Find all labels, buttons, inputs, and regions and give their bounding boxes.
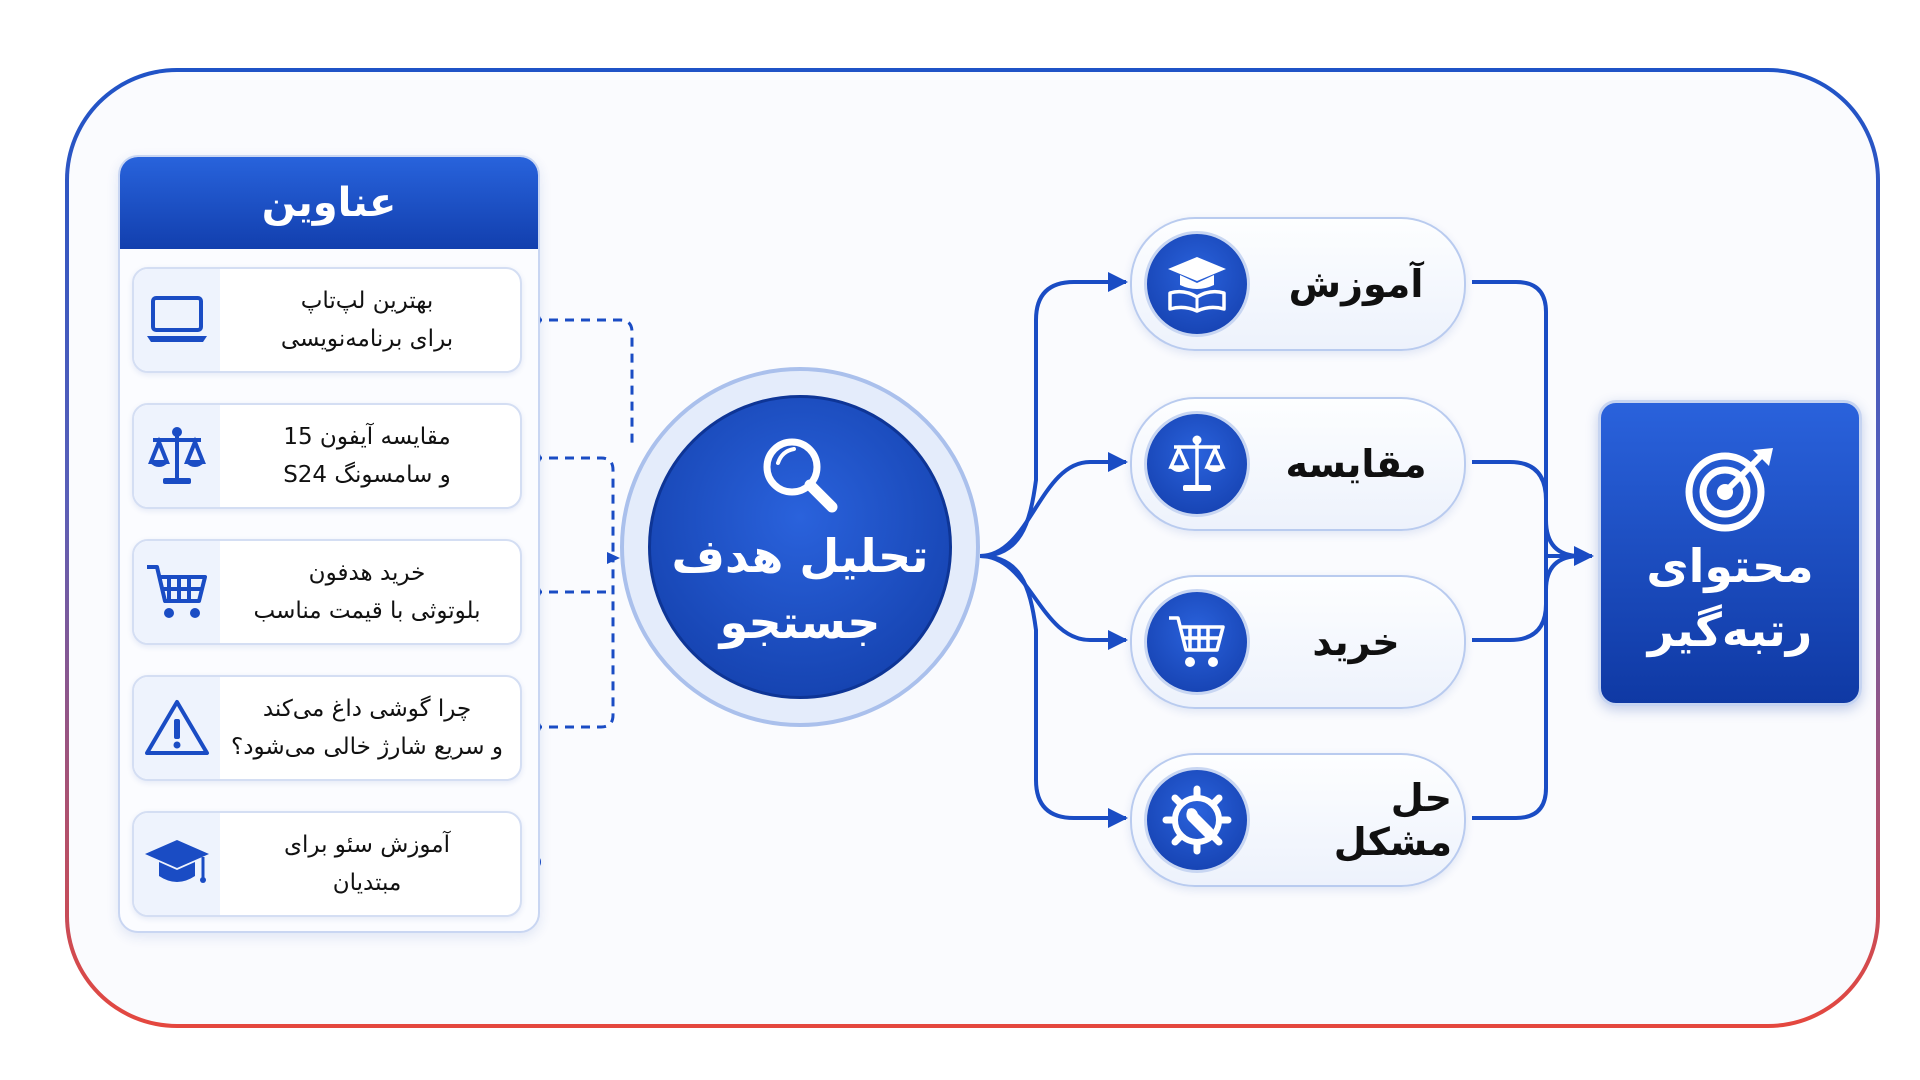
warning-icon bbox=[134, 677, 220, 779]
title-card-4: چرا گوشی داغ می‌کند و سریع شارژ خالی می‌… bbox=[132, 675, 522, 781]
titles-panel: عناوین بهترین لپ‌تاپ برای برنامه‌نویسی م… bbox=[118, 155, 540, 933]
laptop-icon bbox=[134, 269, 220, 371]
intent-purchase: خرید bbox=[1130, 575, 1466, 709]
dashed-connectors bbox=[533, 318, 634, 729]
title-card-2: مقایسه آیفون 15 و سامسونگ S24 bbox=[132, 403, 522, 509]
title-line-2: مبتدیان bbox=[332, 870, 402, 896]
arrow-to-intent-4 bbox=[979, 554, 1128, 828]
dashed-link-4 bbox=[533, 558, 615, 729]
search-intent-hub: تحلیل هدف جستجو bbox=[648, 395, 952, 699]
title-card-5: آموزش سئو برای مبتدیان bbox=[132, 811, 522, 917]
link-from-intent-2 bbox=[1472, 460, 1548, 556]
title-line-1: بهترین لپ‌تاپ bbox=[300, 288, 434, 314]
dashed-link-1 bbox=[533, 318, 634, 445]
title-line-1: آموزش سئو برای bbox=[284, 832, 450, 858]
title-card-1: بهترین لپ‌تاپ برای برنامه‌نویسی bbox=[132, 267, 522, 373]
title-line-2: و سریع شارژ خالی می‌شود؟ bbox=[231, 734, 503, 760]
target-icon bbox=[1685, 448, 1773, 532]
hub-title-line-2: جستجو bbox=[719, 595, 881, 649]
arrow-to-intent-3 bbox=[979, 554, 1128, 650]
hub-entry-arrow bbox=[607, 552, 620, 564]
intent-troubleshooting: حل مشکل bbox=[1130, 753, 1466, 887]
title-line-1: چرا گوشی داغ می‌کند bbox=[262, 696, 472, 722]
link-from-intent-3 bbox=[1472, 556, 1548, 642]
intent-comparison: مقایسه bbox=[1130, 397, 1466, 531]
title-line-1: مقایسه آیفون 15 bbox=[283, 424, 451, 450]
result-title-line-1: محتوای bbox=[1646, 539, 1814, 593]
link-from-intent-1 bbox=[1472, 280, 1581, 558]
cart-icon bbox=[134, 541, 220, 643]
hub-title-line-1: تحلیل هدف bbox=[671, 529, 929, 583]
intent-label: مقایسه bbox=[1285, 442, 1427, 486]
intent-education: آموزش bbox=[1130, 217, 1466, 351]
title-card-3: خرید هدفون بلوتوثی با قیمت مناسب bbox=[132, 539, 522, 645]
gear-wrench-icon bbox=[1144, 767, 1250, 873]
graduation-cap-icon bbox=[134, 813, 220, 915]
arrow-to-intent-1 bbox=[979, 272, 1128, 558]
ranking-content-box: محتوای رتبه‌گیر bbox=[1598, 400, 1862, 706]
scales-icon bbox=[1144, 411, 1250, 517]
title-line-1: خرید هدفون bbox=[308, 560, 426, 586]
scales-icon bbox=[134, 405, 220, 507]
intent-label: آموزش bbox=[1288, 262, 1424, 306]
intent-label: خرید bbox=[1312, 620, 1400, 664]
result-title-line-2: رتبه‌گیر bbox=[1647, 603, 1813, 657]
arrow-to-intent-2 bbox=[979, 452, 1128, 558]
panel-header: عناوین bbox=[120, 157, 538, 249]
title-line-2: برای برنامه‌نویسی bbox=[280, 326, 454, 352]
intent-connectors bbox=[979, 272, 1594, 828]
title-line-2: و سامسونگ S24 bbox=[283, 462, 451, 488]
dashed-link-2 bbox=[533, 456, 615, 558]
cart-icon bbox=[1144, 589, 1250, 695]
title-line-2: بلوتوثی با قیمت مناسب bbox=[253, 598, 481, 624]
intent-label: حل مشکل bbox=[1333, 776, 1452, 864]
link-from-intent-4 bbox=[1472, 554, 1581, 820]
graduation-cap-icon bbox=[1144, 231, 1250, 337]
search-icon bbox=[763, 438, 838, 513]
